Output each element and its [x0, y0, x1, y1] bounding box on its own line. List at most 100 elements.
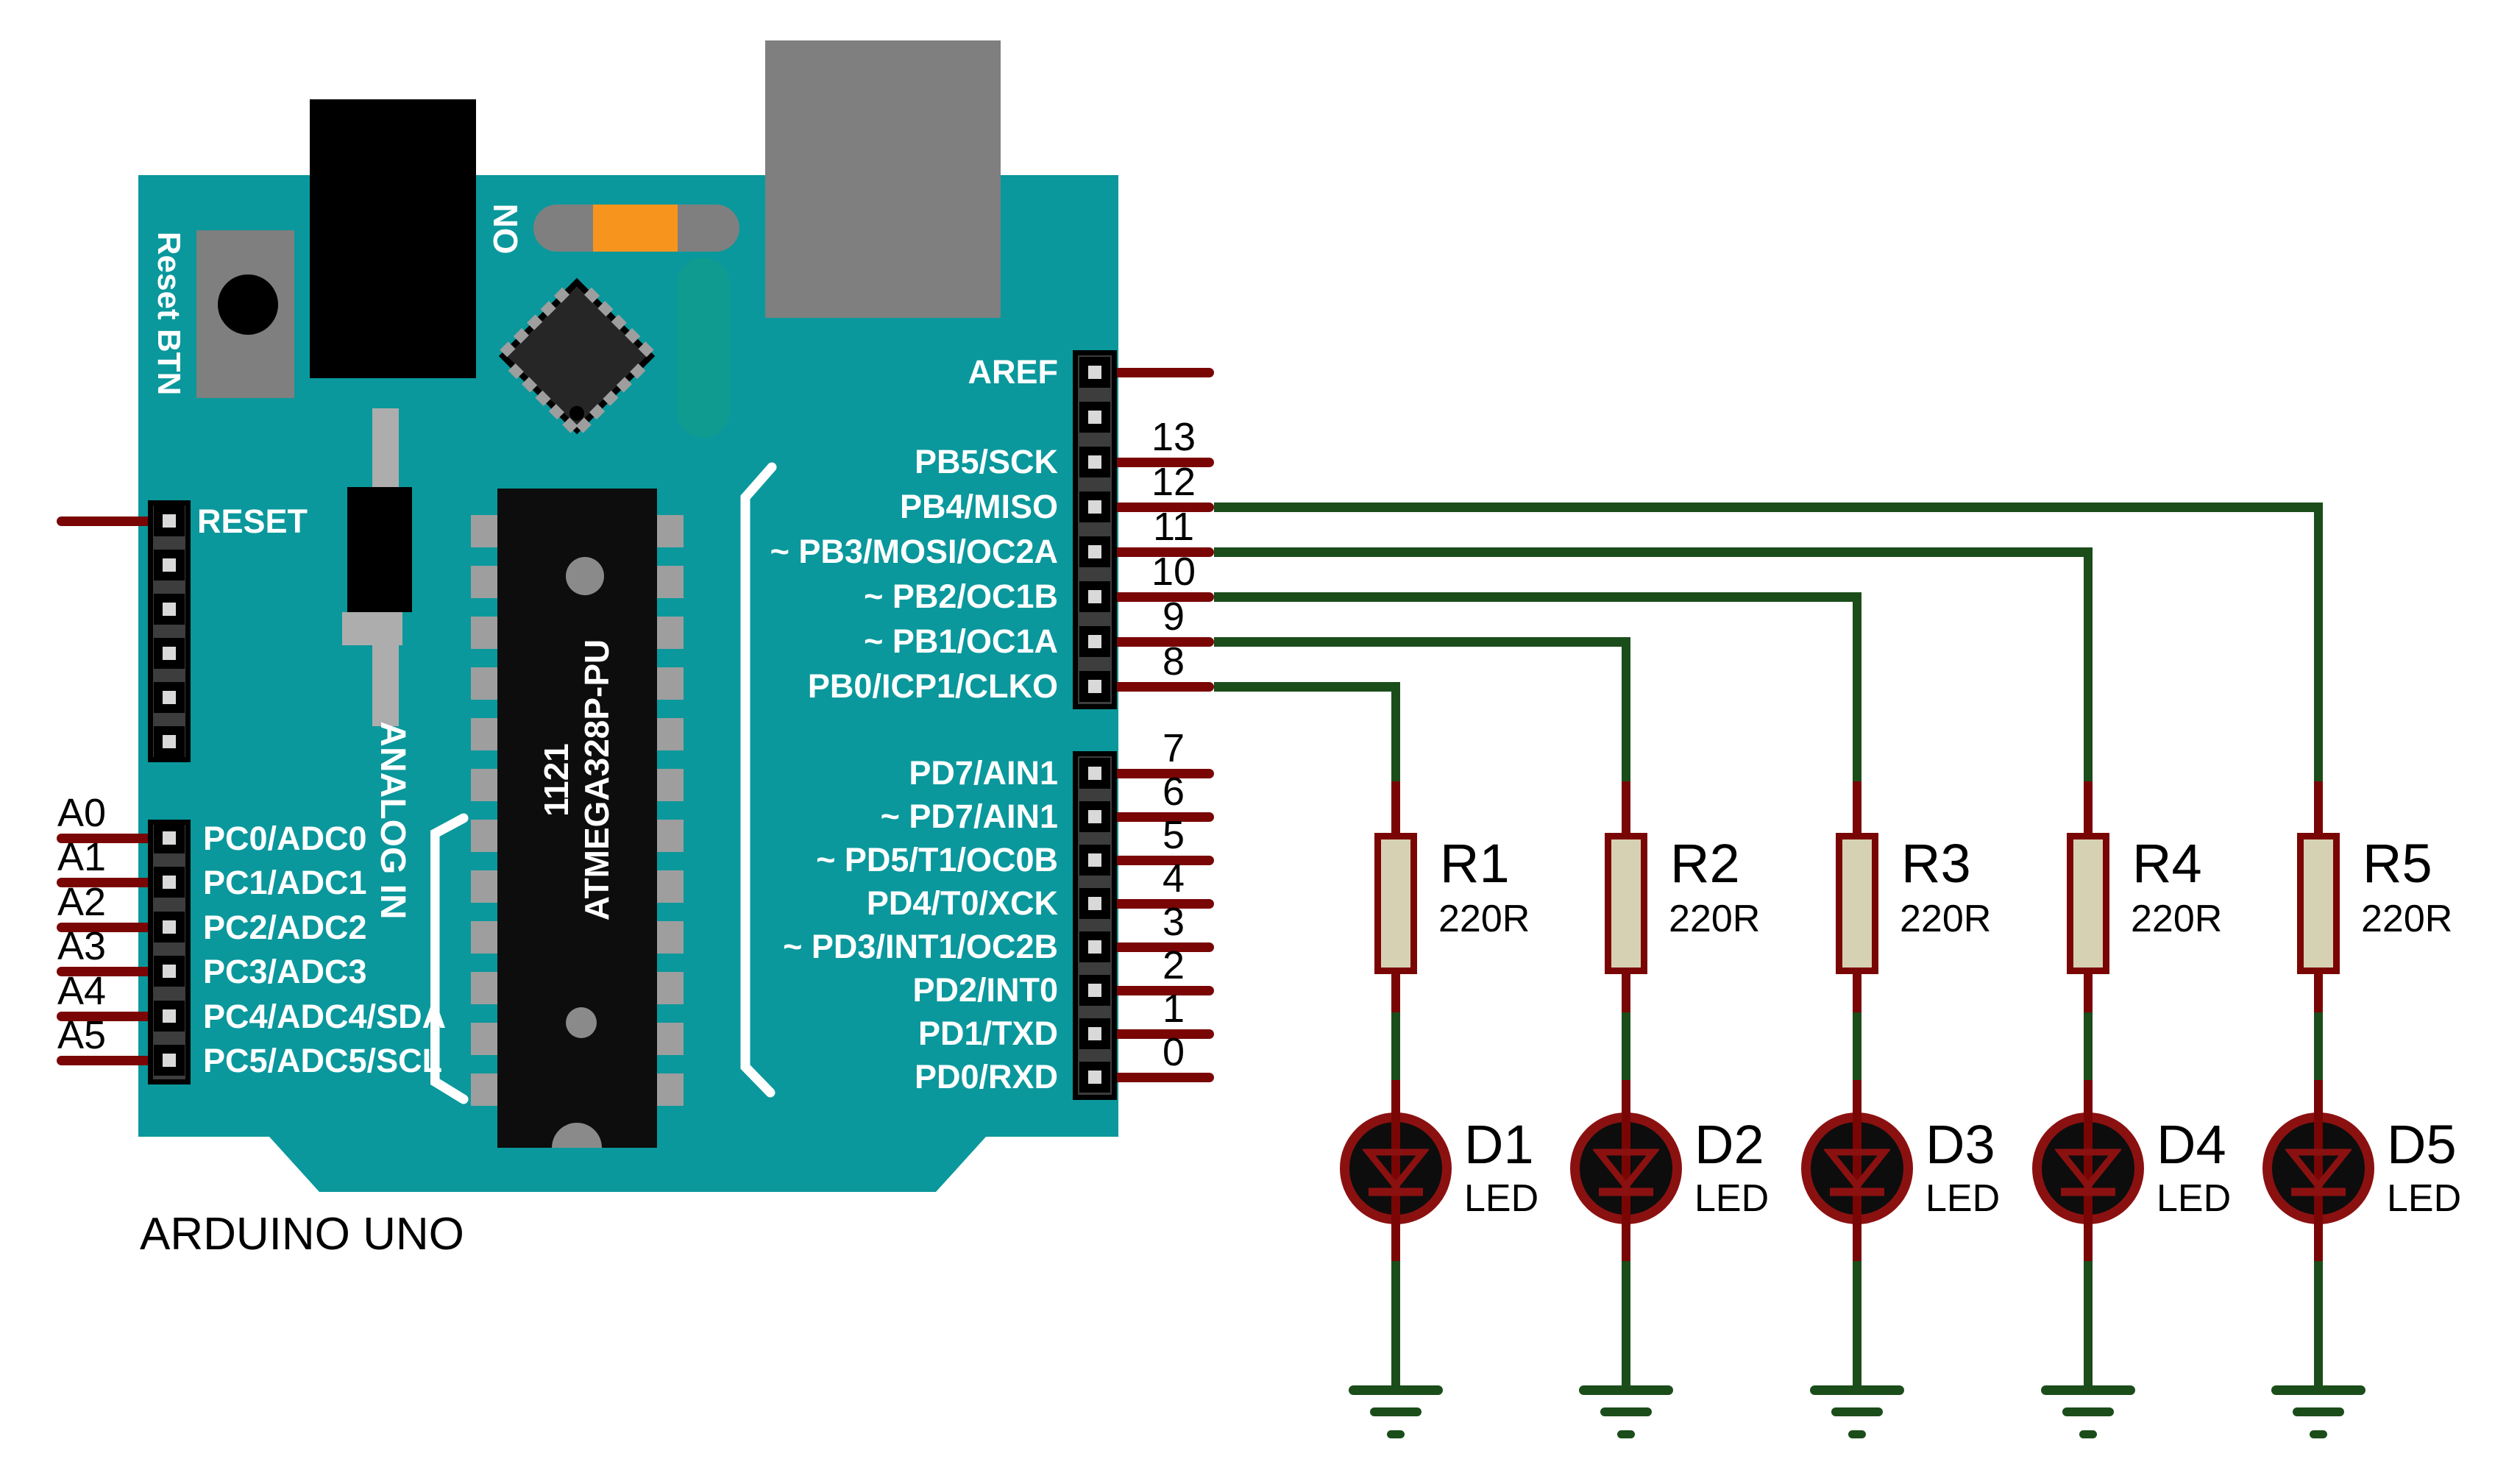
ground-bar-2	[1600, 1407, 1652, 1416]
wire-vertical-green	[1391, 1261, 1400, 1388]
analog-pin-name: A5	[57, 1013, 107, 1057]
power-pin-socket[interactable]	[154, 594, 185, 625]
digital-pin-label: ~ PB2/OC1B	[864, 578, 1058, 615]
power-led-label: ON	[486, 203, 525, 255]
reset-button-cap[interactable]	[218, 274, 278, 335]
resistor	[2297, 833, 2340, 974]
ground-bar-3	[1848, 1430, 1866, 1438]
digital-pin-socket[interactable]	[1079, 975, 1110, 1006]
digital-pin-number: 5	[1162, 813, 1185, 857]
resistor-value: 220R	[2131, 898, 2223, 940]
digital-pin-label: PD0/RXD	[914, 1058, 1058, 1096]
resistor-value: 220R	[1900, 898, 1992, 940]
regulator-body	[347, 487, 412, 612]
analog-pin-socket[interactable]	[154, 956, 185, 987]
digital-pin-number: 9	[1162, 594, 1185, 639]
power-pin-socket[interactable]	[154, 682, 185, 713]
digital-pin-socket[interactable]	[1079, 357, 1110, 388]
analog-pin-socket[interactable]	[154, 823, 185, 853]
led-diode-symbol	[2055, 1148, 2121, 1196]
led-diode-symbol	[1593, 1148, 1659, 1196]
digital-pin-number: 1	[1162, 987, 1185, 1031]
wire-vertical-green	[1622, 637, 1630, 792]
digital-pin-label: ~ PB1/OC1A	[864, 622, 1058, 660]
digital-pin-label: PB0/ICP1/CLKO	[807, 667, 1058, 705]
digital-pin-socket[interactable]	[1079, 671, 1110, 702]
digital-pin-label: ~ PB3/MOSI/OC2A	[770, 533, 1058, 570]
analog-pin-label: PC2/ADC2	[203, 909, 367, 946]
digital-pin-number: 3	[1162, 900, 1185, 944]
power-header	[148, 500, 191, 762]
wire-red-segment	[2314, 970, 2323, 1015]
resistor-name: R1	[1440, 833, 1510, 894]
pin-wire-stub	[1093, 899, 1214, 909]
led-name: D5	[2387, 1114, 2457, 1175]
wire-red-segment	[1391, 970, 1400, 1015]
wire-horizontal-green	[1214, 637, 1630, 647]
wire-vertical-green	[2314, 503, 2323, 792]
ground-bar-2	[2293, 1407, 2344, 1416]
analog-pin-name: A0	[57, 791, 107, 835]
digital-pin-socket[interactable]	[1079, 491, 1110, 522]
pin-wire-stub	[1093, 682, 1214, 692]
digital-pin-socket[interactable]	[1079, 447, 1110, 477]
wire-red-segment	[2084, 970, 2093, 1015]
resistor-value: 220R	[2361, 898, 2453, 940]
digital-pin-socket[interactable]	[1079, 801, 1110, 832]
digital-pin-socket[interactable]	[1079, 536, 1110, 567]
digital-pin-socket[interactable]	[1079, 581, 1110, 612]
resistor-name: R3	[1901, 833, 1971, 894]
digital-pin-socket[interactable]	[1079, 1018, 1110, 1049]
reset-button-label: Reset BTN	[151, 231, 187, 396]
digital-pin-socket[interactable]	[1079, 626, 1110, 657]
digital-pin-number: 11	[1152, 505, 1195, 549]
ground-bar-2	[1831, 1407, 1883, 1416]
wire-vertical-green	[2314, 1012, 2323, 1084]
analog-pin-wire	[57, 1012, 149, 1021]
analog-pin-label: PC0/ADC0	[203, 820, 367, 857]
atmega-dot-bottom	[566, 1007, 597, 1038]
pin-wire-stub	[1093, 1073, 1214, 1082]
digital-pin-socket[interactable]	[1079, 931, 1110, 962]
pin-wire-stub	[1093, 856, 1214, 865]
digital-pin-label: ~ PD3/INT1/OC2B	[783, 928, 1058, 965]
digital-pin-number: 12	[1151, 460, 1196, 504]
digital-pin-socket[interactable]	[1079, 888, 1110, 919]
digital-pin-socket[interactable]	[1079, 845, 1110, 876]
digital-pin-label: ~ PD7/AIN1	[880, 798, 1058, 835]
resistor	[1605, 833, 1647, 974]
analog-pin-socket[interactable]	[154, 912, 185, 942]
led-name: D1	[1464, 1114, 1534, 1175]
resistor	[1836, 833, 1878, 974]
wire-vertical-green	[1853, 1012, 1861, 1084]
digital-pin-socket[interactable]	[1079, 402, 1110, 433]
wire-vertical-green	[2084, 1012, 2093, 1084]
analog-pin-socket[interactable]	[154, 867, 185, 898]
wire-horizontal-green	[1214, 682, 1400, 692]
power-pin-socket[interactable]	[154, 550, 185, 581]
analog-pin-name: A3	[57, 924, 107, 968]
analog-pin-socket[interactable]	[154, 1001, 185, 1032]
led-diode-symbol	[1363, 1148, 1429, 1196]
led-type: LED	[1694, 1177, 1770, 1220]
power-pin-socket[interactable]	[154, 726, 185, 757]
power-pin-socket[interactable]	[154, 505, 185, 536]
analog-pin-socket[interactable]	[154, 1045, 185, 1076]
digital-pin-socket[interactable]	[1079, 758, 1110, 789]
led-diode-symbol	[1824, 1148, 1890, 1196]
digital-pins-brace	[740, 462, 777, 1098]
pin-wire-stub	[1093, 592, 1214, 602]
digital-pin-socket[interactable]	[1079, 1062, 1110, 1093]
analog-pin-name: A1	[57, 835, 107, 879]
wire-red-segment	[2084, 781, 2093, 839]
digital-pin-number: 6	[1162, 770, 1185, 814]
pin-wire-stub	[1093, 503, 1214, 512]
wire-vertical-green	[2314, 1261, 2323, 1388]
resistor-value: 220R	[1438, 898, 1530, 940]
digital-pin-label: PD1/TXD	[918, 1015, 1058, 1052]
led-diode-symbol	[2285, 1148, 2352, 1196]
digital-pin-number: 0	[1162, 1030, 1185, 1074]
atmega-marking: 1121 ATMEGA328P-PU	[536, 611, 617, 949]
led-name: D4	[2157, 1114, 2226, 1175]
power-pin-socket[interactable]	[154, 638, 185, 669]
